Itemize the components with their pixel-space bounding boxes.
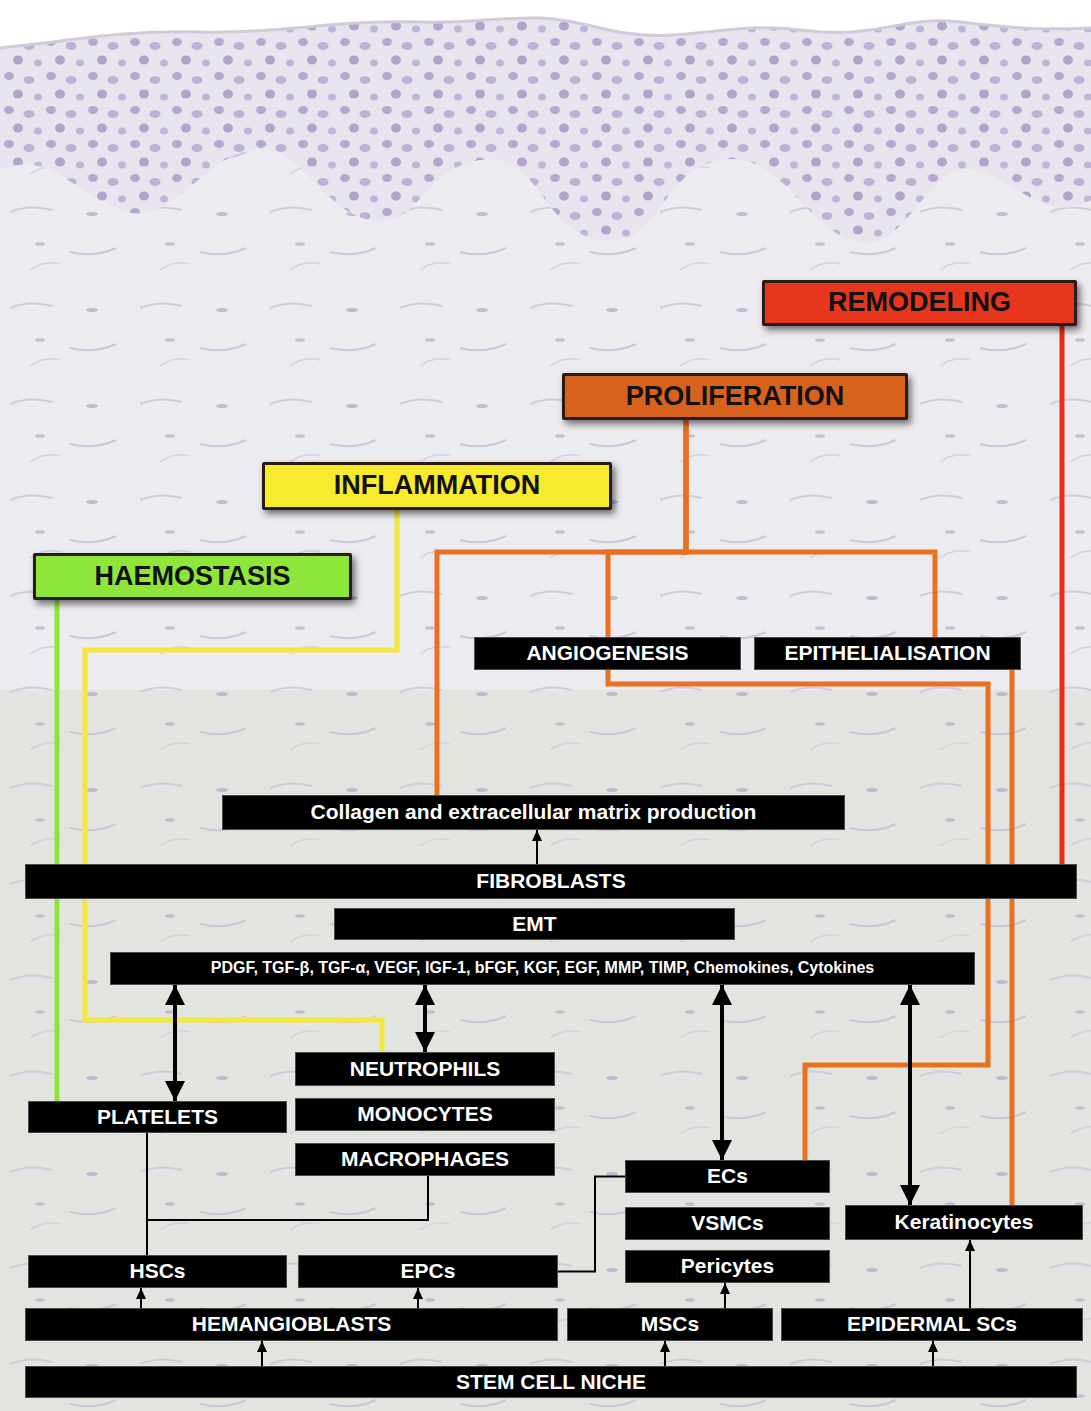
process-box: ECs	[625, 1160, 830, 1193]
box-label: HAEMOSTASIS	[94, 561, 290, 592]
box-label: EPCs	[401, 1259, 456, 1283]
process-box: PDGF, TGF-β, TGF-α, VEGF, IGF-1, bFGF, K…	[110, 952, 975, 985]
box-label: MONOCYTES	[357, 1102, 492, 1126]
phase-box: REMODELING	[762, 280, 1077, 326]
connector-line	[1010, 670, 1015, 1205]
box-label: Collagen and extracellular matrix produc…	[311, 800, 757, 824]
box-label: Keratinocytes	[895, 1210, 1034, 1234]
process-box: VSMCs	[625, 1207, 830, 1240]
connector-arrow	[261, 1341, 263, 1366]
connector-arrow	[932, 1341, 934, 1366]
connector-line	[1060, 326, 1065, 864]
connector-arrow	[969, 1240, 971, 1308]
connector-arrow	[423, 985, 427, 1052]
connector-arrow	[908, 985, 912, 1205]
box-label: EMT	[512, 912, 556, 936]
process-box: NEUTROPHILS	[295, 1052, 555, 1086]
box-label: HEMANGIOBLASTS	[192, 1312, 392, 1336]
air-above-skin	[0, 0, 1091, 48]
epidermis	[0, 18, 1091, 243]
process-box: EPCs	[298, 1255, 558, 1288]
box-label: PDGF, TGF-β, TGF-α, VEGF, IGF-1, bFGF, K…	[211, 959, 875, 977]
box-label: FIBROBLASTS	[476, 869, 625, 893]
phase-box: HAEMOSTASIS	[33, 553, 352, 600]
process-box: HEMANGIOBLASTS	[25, 1308, 558, 1341]
process-box: ANGIOGENESIS	[474, 637, 741, 670]
connector-line	[608, 420, 686, 637]
connector-arrow	[720, 985, 724, 1160]
connector-arrow	[664, 1341, 666, 1366]
connector-arrow	[173, 985, 177, 1101]
box-label: VSMCs	[691, 1211, 763, 1235]
process-box: MACROPHAGES	[295, 1143, 555, 1176]
process-box: Collagen and extracellular matrix produc…	[222, 795, 845, 830]
connector-arrow	[417, 1288, 419, 1308]
connector-line	[686, 420, 935, 637]
process-box: MONOCYTES	[295, 1098, 555, 1131]
process-box: STEM CELL NICHE	[25, 1366, 1077, 1398]
box-label: EPITHELIALISATION	[784, 641, 990, 665]
box-label: EPIDERMAL SCs	[847, 1312, 1017, 1336]
box-label: ANGIOGENESIS	[526, 641, 688, 665]
box-label: INFLAMMATION	[334, 470, 540, 501]
connector-line	[558, 1177, 625, 1272]
process-box: HSCs	[28, 1255, 287, 1288]
box-label: PLATELETS	[97, 1105, 218, 1129]
process-box: Pericytes	[625, 1250, 830, 1283]
connector-arrow	[536, 830, 538, 864]
process-box: EPIDERMAL SCs	[781, 1308, 1083, 1341]
connector-arrow	[724, 1283, 726, 1308]
connector-line	[147, 1176, 428, 1255]
connector-line	[55, 600, 60, 1101]
process-box: PLATELETS	[28, 1101, 287, 1133]
box-label: MACROPHAGES	[341, 1147, 509, 1171]
box-label: REMODELING	[828, 287, 1011, 318]
process-box: FIBROBLASTS	[25, 864, 1077, 899]
phase-box: INFLAMMATION	[262, 462, 612, 510]
process-box: Keratinocytes	[845, 1205, 1083, 1240]
process-box: EPITHELIALISATION	[754, 637, 1021, 670]
process-box: EMT	[334, 908, 735, 940]
process-box: MSCs	[567, 1308, 773, 1341]
box-label: HSCs	[129, 1259, 185, 1283]
connector-arrow	[140, 1288, 142, 1308]
box-label: MSCs	[641, 1312, 699, 1336]
box-label: NEUTROPHILS	[350, 1057, 501, 1081]
phase-box: PROLIFERATION	[562, 373, 908, 420]
box-label: Pericytes	[681, 1254, 774, 1278]
box-label: ECs	[707, 1164, 748, 1188]
box-label: STEM CELL NICHE	[456, 1370, 646, 1394]
stratum-corneum	[0, 18, 1091, 48]
box-label: PROLIFERATION	[626, 381, 845, 412]
